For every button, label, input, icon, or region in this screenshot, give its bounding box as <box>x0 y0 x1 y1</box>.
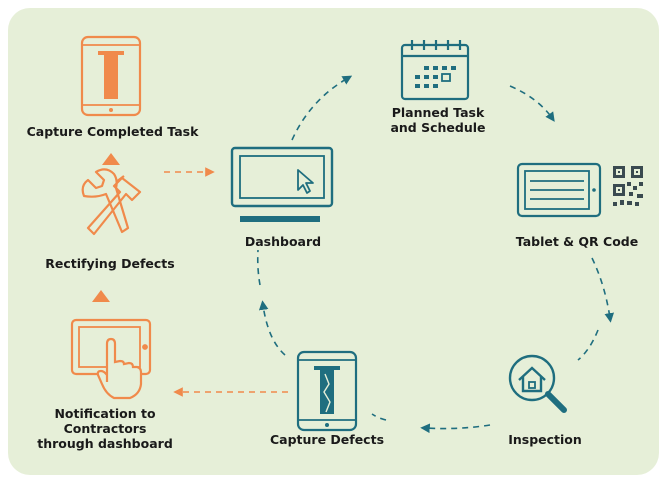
magnifier-house-icon <box>508 354 567 413</box>
phone-cracked-pillar-icon <box>296 350 358 432</box>
cycle-arc-dashboard-lower <box>256 249 261 286</box>
capture-completed-label: Capture Completed Task <box>26 124 199 139</box>
cycle-arc-capture-to-dashboard <box>258 300 286 356</box>
cycle-arc-capture-partial <box>371 413 387 421</box>
notification-label: Notification to Contractors through dash… <box>37 406 173 451</box>
inspection-label: Inspection <box>508 432 582 447</box>
cycle-arc-inspection-to-capture <box>420 423 491 434</box>
arrow-rectifying-to-completed <box>102 153 120 165</box>
wrench-hammer-icon <box>81 168 142 236</box>
calendar-icon <box>400 40 470 101</box>
cycle-arc-planned-to-tablet <box>509 85 555 122</box>
cycle-arc-dashboard-to-planned <box>291 75 353 141</box>
rectifying-defects-label: Rectifying Defects <box>45 256 175 271</box>
capture-defects-label: Capture Defects <box>269 432 385 447</box>
phone-pillar-icon <box>80 35 142 117</box>
dashboard-label: Dashboard <box>244 234 322 249</box>
arrow-notification-to-rectifying <box>92 290 110 302</box>
tablet-touch-hand-icon <box>70 318 152 400</box>
planned-task-label: Planned Task and Schedule <box>390 105 486 135</box>
tablet-qr-label: Tablet & QR Code <box>515 234 639 249</box>
cycle-arc-inspection-partial <box>577 329 599 361</box>
monitor-cursor-icon <box>230 146 334 222</box>
tablet-with-qr-code-icon <box>516 162 643 218</box>
cycle-arc-tablet-to-inspection <box>591 257 615 323</box>
